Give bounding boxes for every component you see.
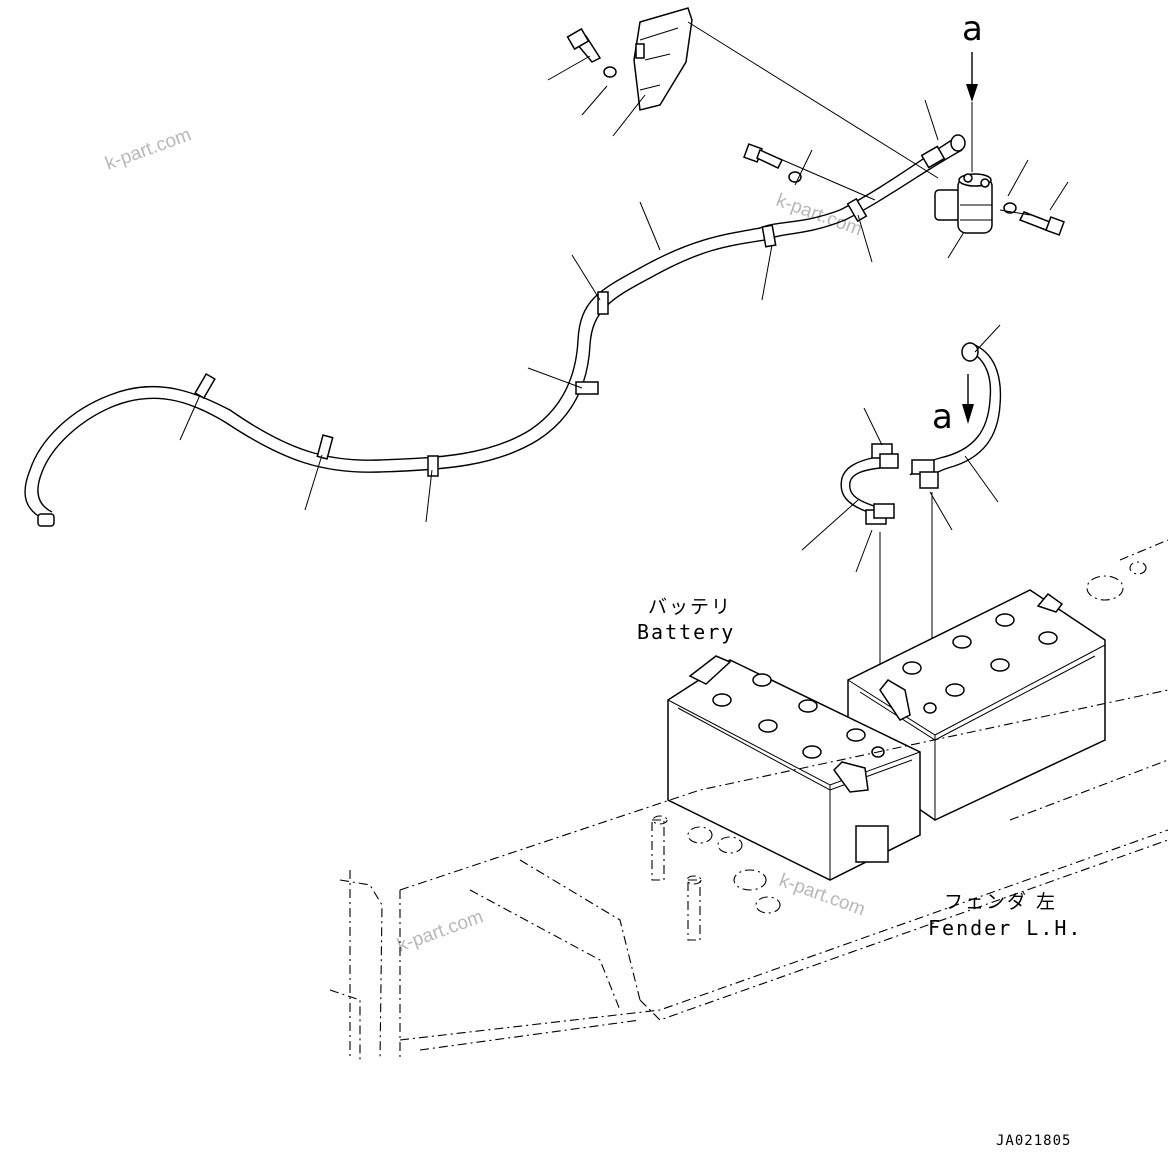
- fender-label-english: Fender L.H.: [928, 916, 1082, 940]
- leader-line: [639, 201, 661, 251]
- battery-cable-short: [909, 342, 1002, 489]
- leader-line: [571, 254, 601, 301]
- leader-line: [929, 491, 953, 531]
- leader-line: [855, 529, 873, 573]
- battery-label-english: Battery: [637, 620, 735, 644]
- battery-label-japanese: バッテリ: [648, 596, 732, 618]
- fender-label-japanese: フェンダ 左: [944, 891, 1057, 913]
- washer-icon: [1003, 202, 1017, 214]
- leader-line: [581, 85, 608, 116]
- leader-line: [974, 324, 1001, 353]
- battery-cable-long: [24, 134, 966, 527]
- cable-clamp-icon: [194, 197, 868, 477]
- view-marker-label: a: [932, 397, 953, 437]
- watermark: k-part.com: [773, 190, 865, 240]
- washer-icon: [603, 66, 617, 78]
- watermark: k-part.com: [776, 870, 868, 920]
- battery-relay-icon: [934, 173, 993, 234]
- leader-line: [304, 454, 323, 511]
- watermark: k-part.com: [395, 906, 487, 956]
- bolt-icon: [1018, 211, 1065, 236]
- leader-line: [794, 149, 813, 186]
- leader-line: [964, 455, 999, 503]
- leader-line: [1007, 159, 1029, 197]
- view-marker-label: a: [962, 9, 983, 49]
- leader-line: [547, 55, 591, 81]
- jumper-cable: [840, 443, 899, 525]
- arrow-head-icon: [962, 404, 974, 424]
- watermark: k-part.com: [103, 124, 195, 174]
- leader-line: [924, 99, 939, 141]
- bolt-icon: [566, 27, 602, 63]
- leader-line: [777, 157, 876, 201]
- leader-line: [947, 231, 965, 259]
- bolt-icon: [743, 143, 784, 169]
- leader-line: [612, 94, 646, 137]
- leader-line: [761, 244, 773, 301]
- bracket-icon: [633, 7, 693, 111]
- leader-line: [179, 394, 201, 441]
- leader-line: [999, 209, 1031, 216]
- leader-line: [425, 469, 433, 523]
- drawing-code: JA021805: [996, 1133, 1071, 1149]
- leader-line: [863, 407, 883, 446]
- frame-icon: [329, 539, 1168, 1061]
- leader-line: [1049, 181, 1069, 211]
- leader-line: [857, 214, 873, 263]
- leader-line: [687, 21, 939, 179]
- arrow-head-icon: [966, 84, 978, 102]
- leader-line: [527, 367, 583, 389]
- leader-line: [801, 499, 859, 551]
